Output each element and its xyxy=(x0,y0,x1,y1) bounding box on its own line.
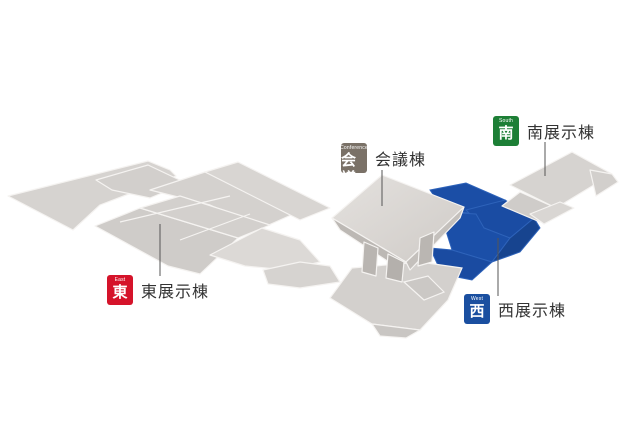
east-hall-concourse xyxy=(209,227,321,271)
west-badge: West 西 xyxy=(464,294,490,324)
conference-hall-name: 会議棟 xyxy=(375,150,427,169)
conference-badge-jp: 会議 xyxy=(341,151,357,187)
south-badge-jp: 南 xyxy=(498,124,514,142)
east-hall-name: 東展示棟 xyxy=(141,282,210,301)
east-hall-label[interactable]: East 東 東展示棟 xyxy=(107,275,209,305)
south-hall-link xyxy=(529,201,575,225)
conference-tower-leg-right xyxy=(417,231,435,267)
east-hall-block-front-2 xyxy=(139,195,271,239)
south-hall-name: 南展示棟 xyxy=(527,123,596,142)
east-hall-divider-2 xyxy=(179,213,251,241)
east-hall-building[interactable] xyxy=(7,160,341,289)
west-badge-en: West xyxy=(470,296,484,302)
west-hall-block-edge xyxy=(490,217,541,264)
west-hall-label[interactable]: West 西 西展示棟 xyxy=(464,294,566,324)
west-hall-name: 西展示棟 xyxy=(498,301,567,320)
east-hall-divider-1 xyxy=(119,195,231,223)
south-badge-en: South xyxy=(498,118,514,124)
east-badge: East 東 xyxy=(107,275,133,305)
east-hall-block-upper-right xyxy=(204,161,331,221)
south-hall-block-right xyxy=(589,169,619,197)
south-badge: South 南 xyxy=(493,116,519,146)
conference-badge-en: Conference xyxy=(340,145,368,151)
south-hall-building[interactable] xyxy=(501,151,619,225)
conference-tower-leg-left xyxy=(361,241,379,277)
conference-tower[interactable] xyxy=(331,174,465,283)
conference-tower-leg-center xyxy=(385,253,405,283)
east-badge-en: East xyxy=(114,277,126,283)
west-badge-jp: 西 xyxy=(469,302,485,320)
south-hall-label[interactable]: South 南 南展示棟 xyxy=(493,116,595,146)
conference-badge: Conference 会議 xyxy=(340,143,368,187)
entrance-plaza xyxy=(329,261,463,339)
conference-hall-label[interactable]: Conference 会議 会議棟 xyxy=(340,143,427,187)
east-hall-annex xyxy=(262,261,341,289)
east-badge-jp: 東 xyxy=(112,283,128,301)
